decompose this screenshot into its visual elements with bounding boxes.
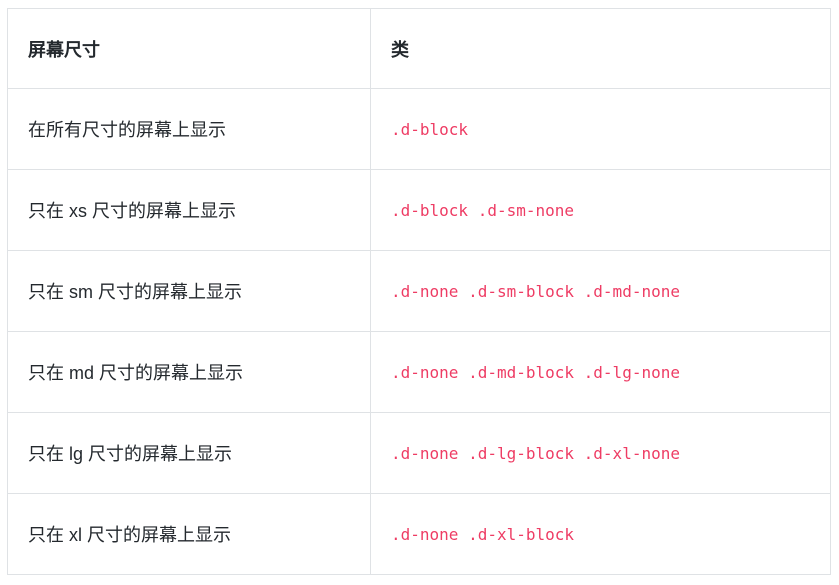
screen-size-cell: 只在 lg 尺寸的屏幕上显示 [7,412,371,494]
class-cell: .d-block .d-sm-none [370,169,831,251]
table-body: 在所有尺寸的屏幕上显示 .d-block 只在 xs 尺寸的屏幕上显示 .d-b… [7,88,831,575]
class-code: .d-none .d-xl-block [391,524,575,544]
class-code: .d-block .d-sm-none [391,200,575,220]
table-row: 在所有尺寸的屏幕上显示 .d-block [7,88,831,170]
screen-size-cell: 只在 sm 尺寸的屏幕上显示 [7,250,371,332]
class-code: .d-none .d-lg-block .d-xl-none [391,443,680,463]
display-utilities-table: 屏幕尺寸 类 在所有尺寸的屏幕上显示 .d-block 只在 xs 尺寸的屏幕上… [7,8,831,575]
screen-size-cell: 在所有尺寸的屏幕上显示 [7,88,371,170]
table-row: 只在 md 尺寸的屏幕上显示 .d-none .d-md-block .d-lg… [7,331,831,413]
header-class: 类 [370,8,831,89]
table-row: 只在 lg 尺寸的屏幕上显示 .d-none .d-lg-block .d-xl… [7,412,831,494]
table-row: 只在 xl 尺寸的屏幕上显示 .d-none .d-xl-block [7,493,831,575]
screen-size-cell: 只在 md 尺寸的屏幕上显示 [7,331,371,413]
header-screen-size: 屏幕尺寸 [7,8,371,89]
class-cell: .d-none .d-lg-block .d-xl-none [370,412,831,494]
class-cell: .d-none .d-xl-block [370,493,831,575]
class-cell: .d-block [370,88,831,170]
class-code: .d-none .d-sm-block .d-md-none [391,281,680,301]
class-cell: .d-none .d-md-block .d-lg-none [370,331,831,413]
screen-size-cell: 只在 xl 尺寸的屏幕上显示 [7,493,371,575]
screen-size-cell: 只在 xs 尺寸的屏幕上显示 [7,169,371,251]
table-header: 屏幕尺寸 类 [7,8,831,89]
class-code: .d-none .d-md-block .d-lg-none [391,362,680,382]
header-row: 屏幕尺寸 类 [7,8,831,89]
table-row: 只在 xs 尺寸的屏幕上显示 .d-block .d-sm-none [7,169,831,251]
class-cell: .d-none .d-sm-block .d-md-none [370,250,831,332]
table-row: 只在 sm 尺寸的屏幕上显示 .d-none .d-sm-block .d-md… [7,250,831,332]
class-code: .d-block [391,119,469,139]
